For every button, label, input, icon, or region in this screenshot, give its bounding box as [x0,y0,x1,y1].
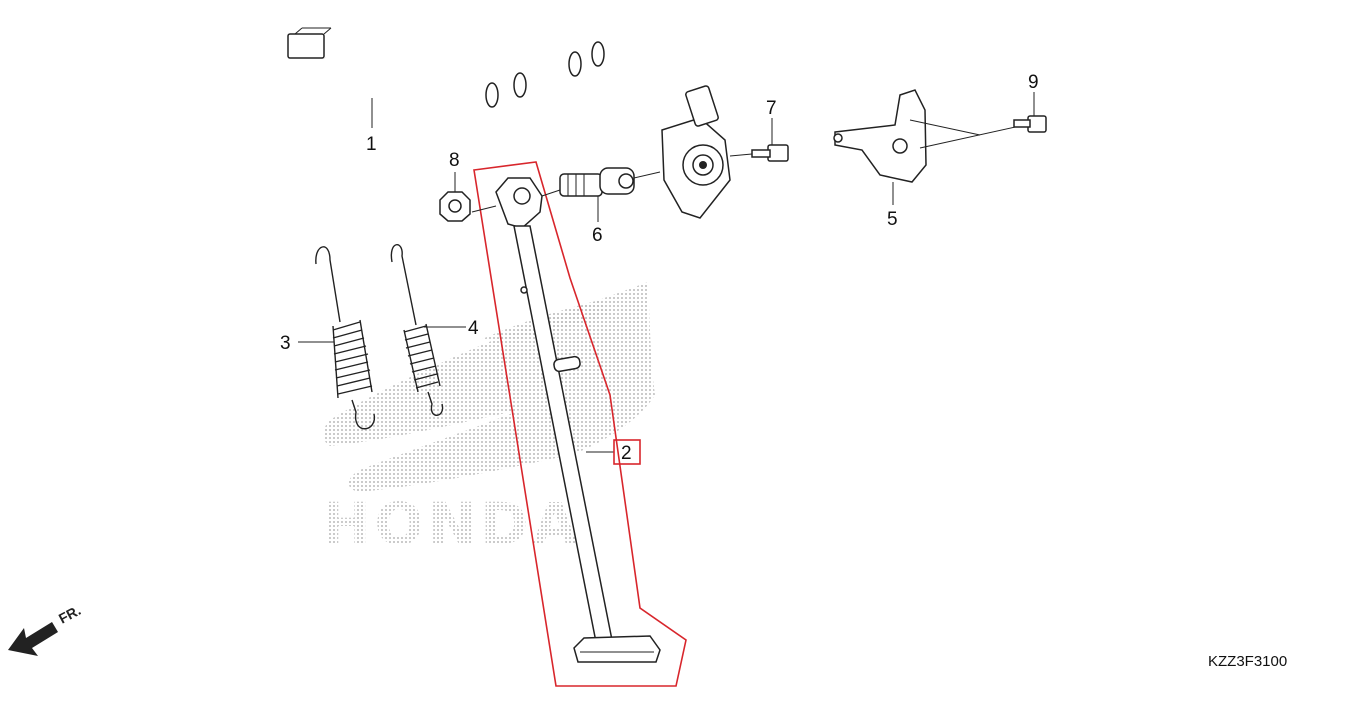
watermark-text: HONDA [322,490,581,558]
callout-4: 4 [468,318,479,339]
pivot-bolt-part [559,167,661,222]
callout-8: 8 [449,150,460,171]
callout-1: 1 [366,134,377,155]
callout-9: 9 [1028,72,1039,93]
switch-body-part [661,85,731,219]
bracket-5-part [833,89,1021,205]
callout-6: 6 [592,225,603,246]
bolt-9-part [1013,92,1047,133]
spring-4-part [390,244,466,416]
side-stand-highlight-outline [473,161,687,687]
nut-part [439,172,471,222]
spring-3-part [298,246,376,430]
callout-labels: 1 2 3 4 5 6 7 8 9 [280,72,1039,464]
callout-2-box [613,439,641,465]
callout-3: 3 [280,333,291,354]
direction-label: FR. [56,602,83,627]
honda-logo-watermark: HONDA [322,282,655,558]
callout-7: 7 [766,98,777,119]
side-stand-part [471,161,687,687]
forward-arrow-icon: FR. [8,602,83,656]
callout-2: 2 [621,443,632,464]
wire-harness-part [287,27,692,128]
callout-5: 5 [887,209,898,230]
bolt-7-part [729,118,789,162]
diagram-code: KZZ3F3100 [1208,653,1287,670]
